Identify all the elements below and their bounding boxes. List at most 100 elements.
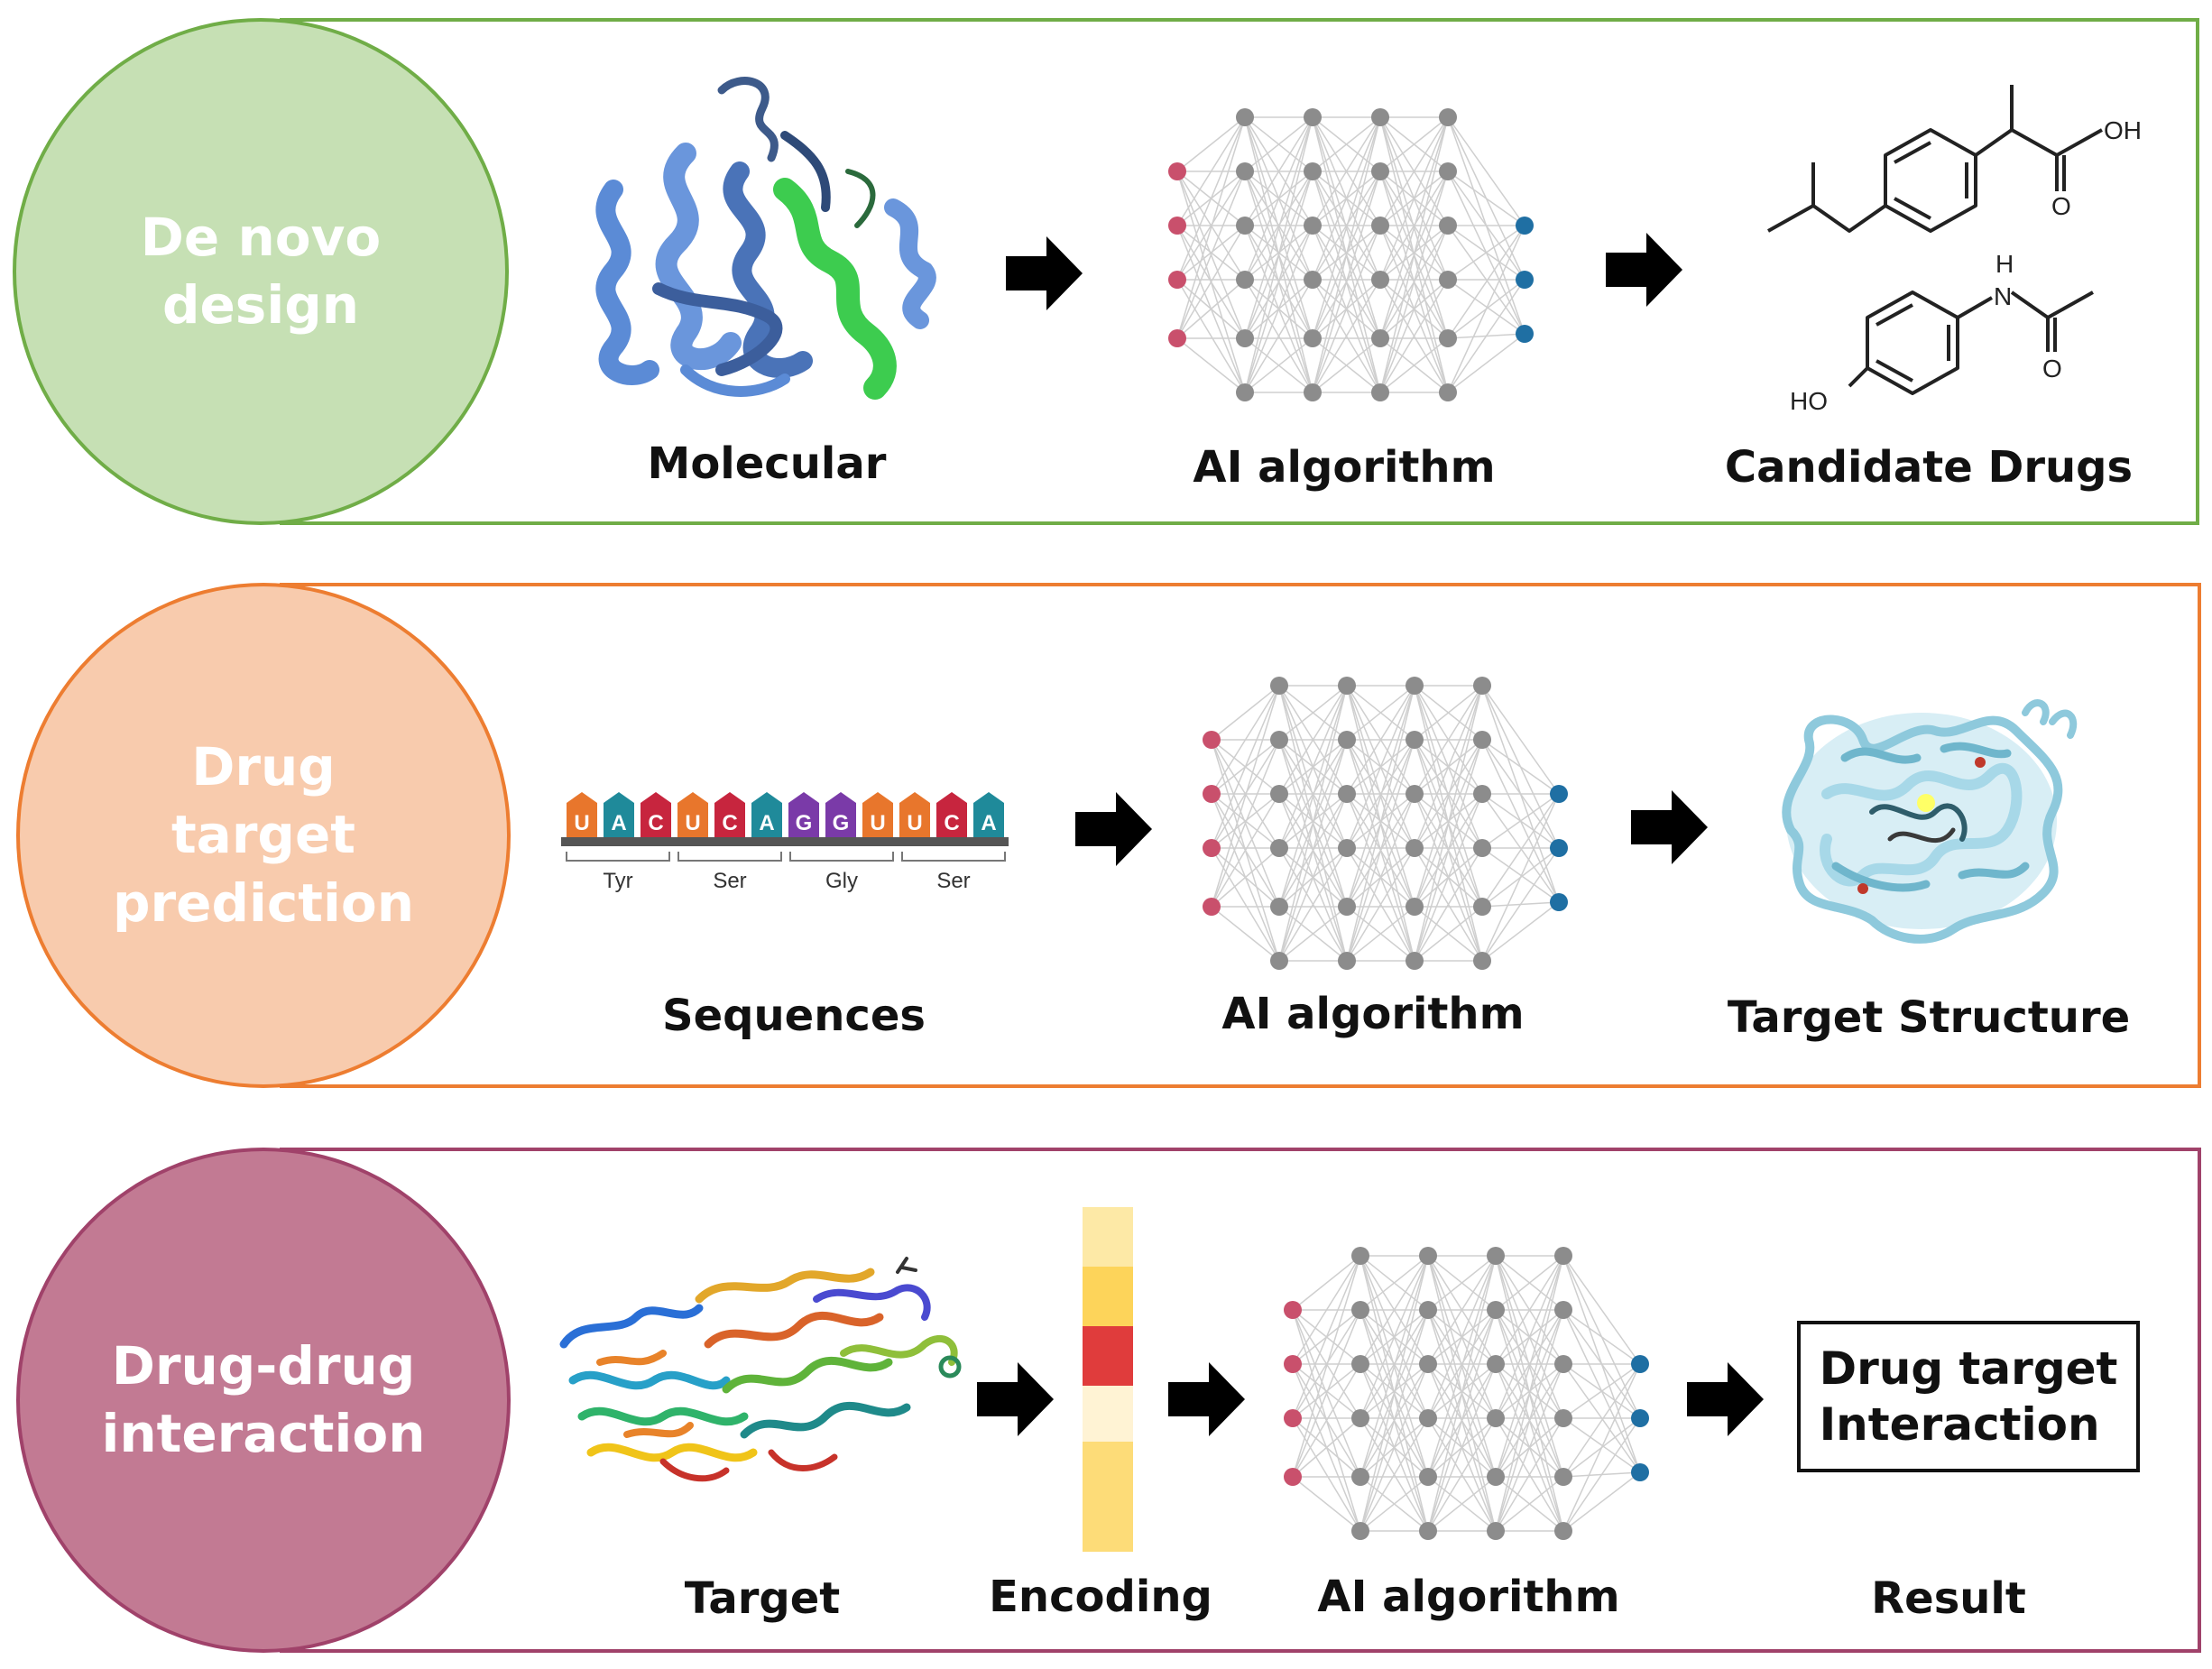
network-node [1439, 217, 1457, 235]
network-node [1554, 1522, 1572, 1540]
network-node [1284, 1355, 1302, 1373]
encoding-segment [1083, 1207, 1133, 1267]
row1-label-molecular: Molecular [647, 438, 887, 489]
network-node [1554, 1301, 1572, 1319]
neural-network-icon [1284, 1247, 1649, 1540]
network-node [1439, 162, 1457, 180]
network-node [1473, 898, 1491, 916]
network-node [1338, 839, 1356, 857]
label-o2: O [2042, 355, 2062, 383]
network-node [1351, 1301, 1369, 1319]
codon-label: Tyr [603, 869, 632, 893]
row1-label-ai-algorithm: AI algorithm [1193, 442, 1496, 493]
network-node [1550, 785, 1568, 803]
label-ho: HO [1790, 387, 1828, 415]
right-arrow-icon [1075, 792, 1152, 866]
network-node [1487, 1409, 1505, 1427]
network-node [1487, 1301, 1505, 1319]
network-node [1554, 1409, 1572, 1427]
label-h: H [1995, 250, 2014, 278]
neural-network-icon [1203, 677, 1568, 970]
network-node [1554, 1247, 1572, 1265]
codon-label: Ser [713, 869, 746, 893]
nucleotide-letter: G [796, 811, 813, 835]
network-node [1554, 1468, 1572, 1486]
nucleotide-letter: C [722, 811, 737, 835]
network-node [1338, 731, 1356, 749]
network-node [1270, 952, 1288, 970]
row2-label-sequences: Sequences [662, 991, 926, 1041]
network-node [1473, 785, 1491, 803]
result-box: Drug target Interaction [1797, 1321, 2140, 1472]
network-node [1236, 217, 1254, 235]
protein-ribbon-icon [595, 77, 936, 400]
label-oh: OH [2104, 116, 2142, 144]
network-node [1236, 383, 1254, 401]
nucleotide-tile [751, 792, 782, 837]
chemical-structure-icon: OH O H N O HO [1767, 85, 2142, 415]
right-arrow-icon [1687, 1362, 1764, 1436]
network-node [1304, 329, 1322, 347]
network-node [1439, 108, 1457, 126]
network-node [1236, 271, 1254, 289]
network-node [1473, 839, 1491, 857]
network-node [1473, 952, 1491, 970]
network-node [1338, 785, 1356, 803]
encoding-segment [1083, 1267, 1133, 1326]
network-node [1406, 677, 1424, 695]
network-node [1304, 217, 1322, 235]
network-node [1304, 271, 1322, 289]
row3-circle: Drug-drug interaction [16, 1148, 511, 1653]
nucleotide-tile [862, 792, 893, 837]
nucleotide-tile [973, 792, 1004, 837]
network-node [1203, 731, 1221, 749]
network-node [1406, 952, 1424, 970]
nucleotide-tile [825, 792, 856, 837]
encoding-bar-icon [1083, 1207, 1133, 1552]
network-node [1304, 108, 1322, 126]
encoding-segment [1083, 1326, 1133, 1386]
network-node [1487, 1355, 1505, 1373]
network-node [1487, 1247, 1505, 1265]
network-node [1168, 271, 1186, 289]
network-node [1516, 325, 1534, 343]
codon-label: Ser [936, 869, 970, 893]
network-node [1371, 162, 1389, 180]
network-node [1351, 1522, 1369, 1540]
row3-label-ai-algorithm: AI algorithm [1317, 1572, 1620, 1622]
row2-circle: Drug target prediction [16, 583, 511, 1088]
network-node [1439, 383, 1457, 401]
nucleotide-tile [936, 792, 967, 837]
network-node [1203, 898, 1221, 916]
network-node [1419, 1468, 1437, 1486]
network-node [1203, 785, 1221, 803]
network-node [1270, 677, 1288, 695]
nucleotide-letter: G [833, 811, 850, 835]
nucleotide-letter: A [759, 811, 774, 835]
nucleotide-letter: C [648, 811, 663, 835]
nucleotide-letter: A [611, 811, 626, 835]
network-node [1419, 1409, 1437, 1427]
network-node [1419, 1355, 1437, 1373]
encoding-segment [1083, 1442, 1133, 1552]
nucleotide-letter: C [944, 811, 959, 835]
nucleotide-tile [788, 792, 819, 837]
nucleotide-tile [899, 792, 930, 837]
network-node [1550, 839, 1568, 857]
right-arrow-icon [1631, 790, 1708, 864]
network-node [1284, 1409, 1302, 1427]
nucleotide-tile [567, 792, 597, 837]
row3-label-target: Target [684, 1573, 841, 1624]
network-node [1371, 271, 1389, 289]
protein-structure-icon [559, 1257, 962, 1482]
network-node [1236, 329, 1254, 347]
network-node [1168, 217, 1186, 235]
network-node [1439, 329, 1457, 347]
network-node [1236, 108, 1254, 126]
label-n: N [1994, 282, 2012, 310]
network-node [1270, 839, 1288, 857]
network-node [1338, 898, 1356, 916]
nucleotide-tile [604, 792, 634, 837]
network-node [1439, 271, 1457, 289]
